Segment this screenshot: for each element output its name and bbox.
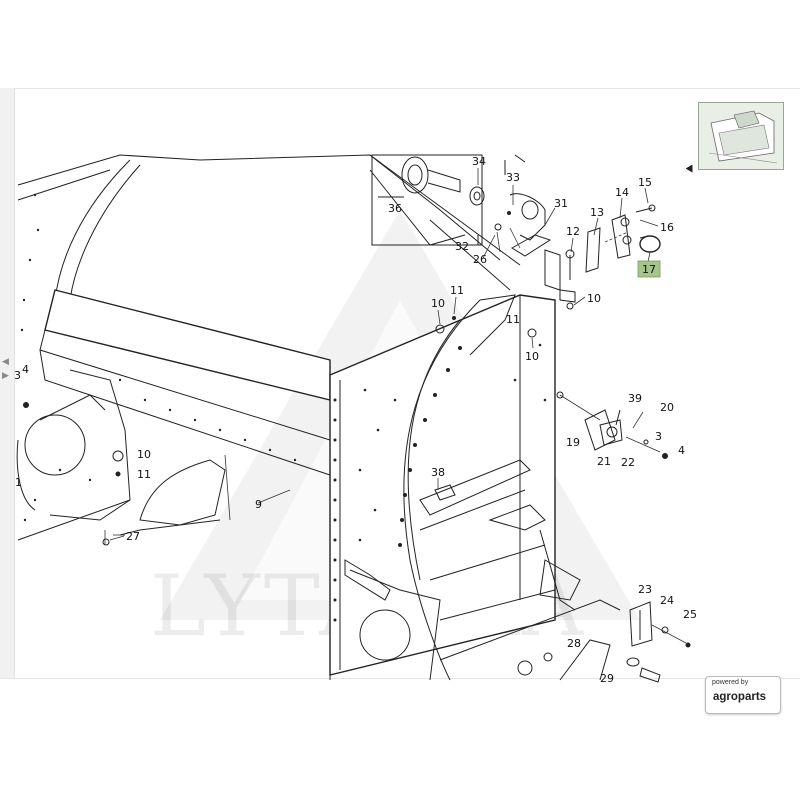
callout-36[interactable]: 36: [388, 202, 402, 215]
callout-38[interactable]: 38: [431, 466, 445, 479]
viewer-bottom-border: [0, 678, 800, 679]
callout-24[interactable]: 24: [660, 594, 674, 607]
callout-10-right[interactable]: 10: [587, 292, 601, 305]
callout-15[interactable]: 15: [638, 176, 652, 189]
callout-28[interactable]: 28: [567, 637, 581, 650]
callout-29[interactable]: 29: [600, 672, 614, 685]
callout-9[interactable]: 9: [255, 498, 262, 511]
callout-17[interactable]: 17: [642, 263, 656, 276]
callout-31[interactable]: 31: [554, 197, 568, 210]
callout-32[interactable]: 32: [455, 240, 469, 253]
bracket-hardware: [559, 204, 661, 303]
left-scroll-strip[interactable]: ◀ ▶: [0, 88, 15, 678]
callout-1-left[interactable]: 1: [15, 476, 22, 489]
top-panel: [199, 154, 521, 291]
callout-17-highlight: [637, 260, 661, 278]
callout-14[interactable]: 14: [615, 186, 629, 199]
callout-34[interactable]: 34: [472, 155, 486, 168]
callout-10-top[interactable]: 10: [431, 297, 445, 310]
chevron-right-icon[interactable]: ▶: [2, 370, 9, 380]
latch-hardware: [556, 391, 668, 459]
callout-19[interactable]: 19: [566, 436, 580, 449]
leader-lines: [109, 168, 659, 541]
bottom-hardware: [517, 601, 691, 683]
callout-25[interactable]: 25: [683, 608, 697, 621]
callout-39[interactable]: 39: [628, 392, 642, 405]
callout-21[interactable]: 21: [597, 455, 611, 468]
callout-10-mid[interactable]: 10: [525, 350, 539, 363]
callout-3-right[interactable]: 3: [655, 430, 662, 443]
callout-4-left[interactable]: 4: [22, 363, 29, 376]
callout-33[interactable]: 33: [506, 171, 520, 184]
powered-by-badge[interactable]: powered by agroparts: [705, 676, 781, 714]
panel-holes: [333, 343, 547, 622]
callout-3-left[interactable]: 3: [14, 369, 21, 382]
callout-20[interactable]: 20: [660, 401, 674, 414]
callout-10-left[interactable]: 10: [137, 448, 151, 461]
callout-11-left[interactable]: 11: [137, 468, 151, 481]
rivet-dots: [20, 193, 297, 522]
callout-23[interactable]: 23: [638, 583, 652, 596]
callout-11-mid[interactable]: 11: [506, 313, 520, 326]
callout-4-right[interactable]: 4: [678, 444, 685, 457]
callout-26[interactable]: 26: [473, 253, 487, 266]
callout-12[interactable]: 12: [566, 225, 580, 238]
left-hardware: [23, 302, 574, 501]
callout-16[interactable]: 16: [660, 221, 674, 234]
thumbnail-image: [699, 103, 783, 169]
callout-labels: 36 34 33 32 26 31 13 14 15 16 17 12 10 1…: [14, 155, 697, 685]
callout-27[interactable]: 27: [126, 530, 140, 543]
overview-thumbnail[interactable]: [698, 102, 784, 170]
brand-name: agroparts: [713, 691, 767, 703]
callout-22[interactable]: 22: [621, 456, 635, 469]
top-hardware: [371, 154, 552, 257]
callout-11-top[interactable]: 11: [450, 284, 464, 297]
viewer-top-border: [0, 88, 800, 89]
chevron-left-icon[interactable]: ◀: [2, 356, 9, 366]
powered-by-label: powered by: [712, 679, 749, 686]
callout-13[interactable]: 13: [590, 206, 604, 219]
side-panel: [329, 249, 621, 681]
thumbnail-arrow-icon[interactable]: [686, 165, 696, 175]
